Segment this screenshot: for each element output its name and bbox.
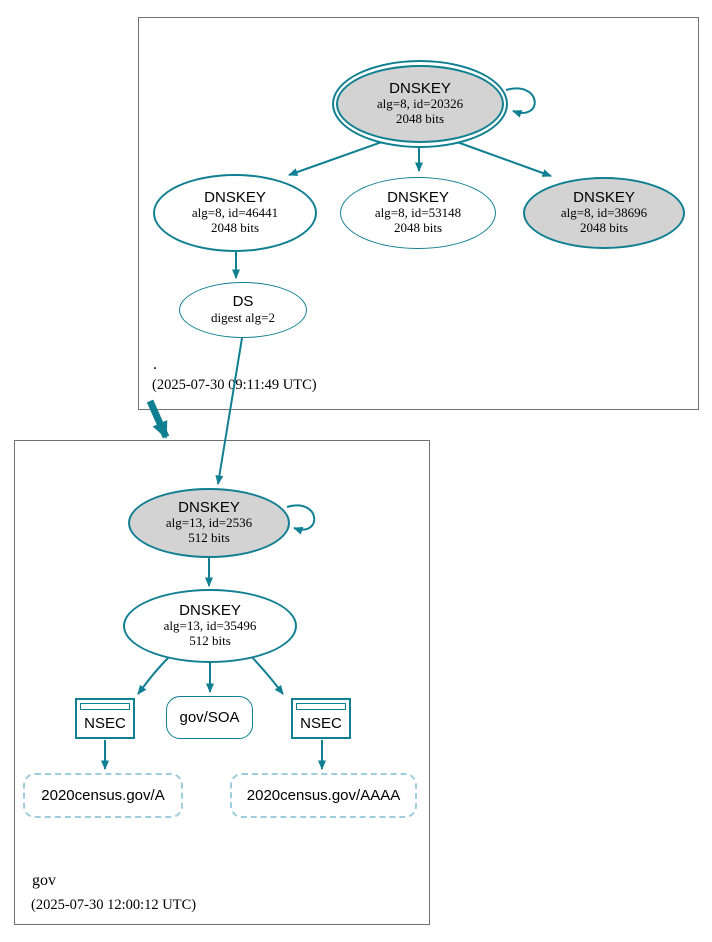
node-type: DNSKEY <box>573 188 635 206</box>
edge-ksk-to-46441 <box>288 141 383 176</box>
edge-root-to-gov-delegation <box>146 399 170 439</box>
gov-zone-box <box>14 440 430 925</box>
edge-root-ksk-selfsign <box>505 87 536 118</box>
edge-zsk-to-nsec-right <box>248 653 284 695</box>
edge-ksk-to-38696 <box>456 141 552 177</box>
edge-gov-ksk-selfsign <box>286 504 316 535</box>
edge-ds-to-gov-ksk <box>215 337 243 485</box>
node-ds[interactable]: DS digest alg=2 <box>179 282 307 338</box>
nsec-header-strip <box>80 703 130 710</box>
node-bits: 2048 bits <box>393 220 443 236</box>
node-bits: 2048 bits <box>210 220 260 236</box>
node-detail: alg=8, id=20326 <box>376 96 464 112</box>
node-detail: alg=13, id=2536 <box>165 515 253 531</box>
nsec-header-strip <box>296 703 346 710</box>
node-detail: alg=8, id=46441 <box>191 205 279 221</box>
node-detail: alg=13, id=35496 <box>163 618 257 634</box>
node-dnskey-46441[interactable]: DNSKEY alg=8, id=46441 2048 bits <box>153 174 317 252</box>
node-type: DNSKEY <box>387 188 449 206</box>
node-dnskey-2536[interactable]: DNSKEY alg=13, id=2536 512 bits <box>128 488 290 558</box>
node-dnskey-38696[interactable]: DNSKEY alg=8, id=38696 2048 bits <box>523 177 685 249</box>
gov-zone-timestamp: (2025-07-30 12:00:12 UTC) <box>31 897 197 913</box>
soa-label: gov/SOA <box>179 709 240 726</box>
node-rrset-2020census-gov-aaaa[interactable]: 2020census.gov/AAAA <box>230 773 417 818</box>
node-dnskey-20326-inner-ring: DNSKEY alg=8, id=20326 2048 bits <box>336 65 504 143</box>
node-detail: digest alg=2 <box>210 309 276 325</box>
node-bits: 2048 bits <box>579 220 629 236</box>
gov-zone-label: gov <box>32 872 56 889</box>
root-zone-label: . <box>153 356 157 373</box>
node-nsec-right[interactable]: NSEC <box>291 698 351 739</box>
node-rrset-2020census-gov-a[interactable]: 2020census.gov/A <box>23 773 183 818</box>
nsec-label: NSEC <box>300 715 342 732</box>
rrset-label: 2020census.gov/A <box>41 787 165 804</box>
root-zone-box <box>138 17 699 410</box>
node-bits: 512 bits <box>188 530 230 546</box>
node-type: DS <box>232 293 254 311</box>
node-type: DNSKEY <box>204 188 266 206</box>
node-bits: 2048 bits <box>395 111 445 127</box>
edge-zsk-to-nsec-left <box>137 653 173 695</box>
node-dnskey-20326[interactable]: DNSKEY alg=8, id=20326 2048 bits <box>332 60 508 148</box>
rrset-label: 2020census.gov/AAAA <box>246 787 401 804</box>
node-gov-soa[interactable]: gov/SOA <box>166 696 253 739</box>
node-detail: alg=8, id=53148 <box>374 205 462 221</box>
node-type: DNSKEY <box>389 79 451 97</box>
node-dnskey-35496[interactable]: DNSKEY alg=13, id=35496 512 bits <box>123 589 297 663</box>
nsec-label: NSEC <box>84 715 126 732</box>
node-bits: 512 bits <box>189 633 231 649</box>
node-detail: alg=8, id=38696 <box>560 205 648 221</box>
node-type: DNSKEY <box>179 601 241 619</box>
node-dnskey-53148[interactable]: DNSKEY alg=8, id=53148 2048 bits <box>340 177 496 249</box>
node-nsec-left[interactable]: NSEC <box>75 698 135 739</box>
node-type: DNSKEY <box>178 498 240 516</box>
